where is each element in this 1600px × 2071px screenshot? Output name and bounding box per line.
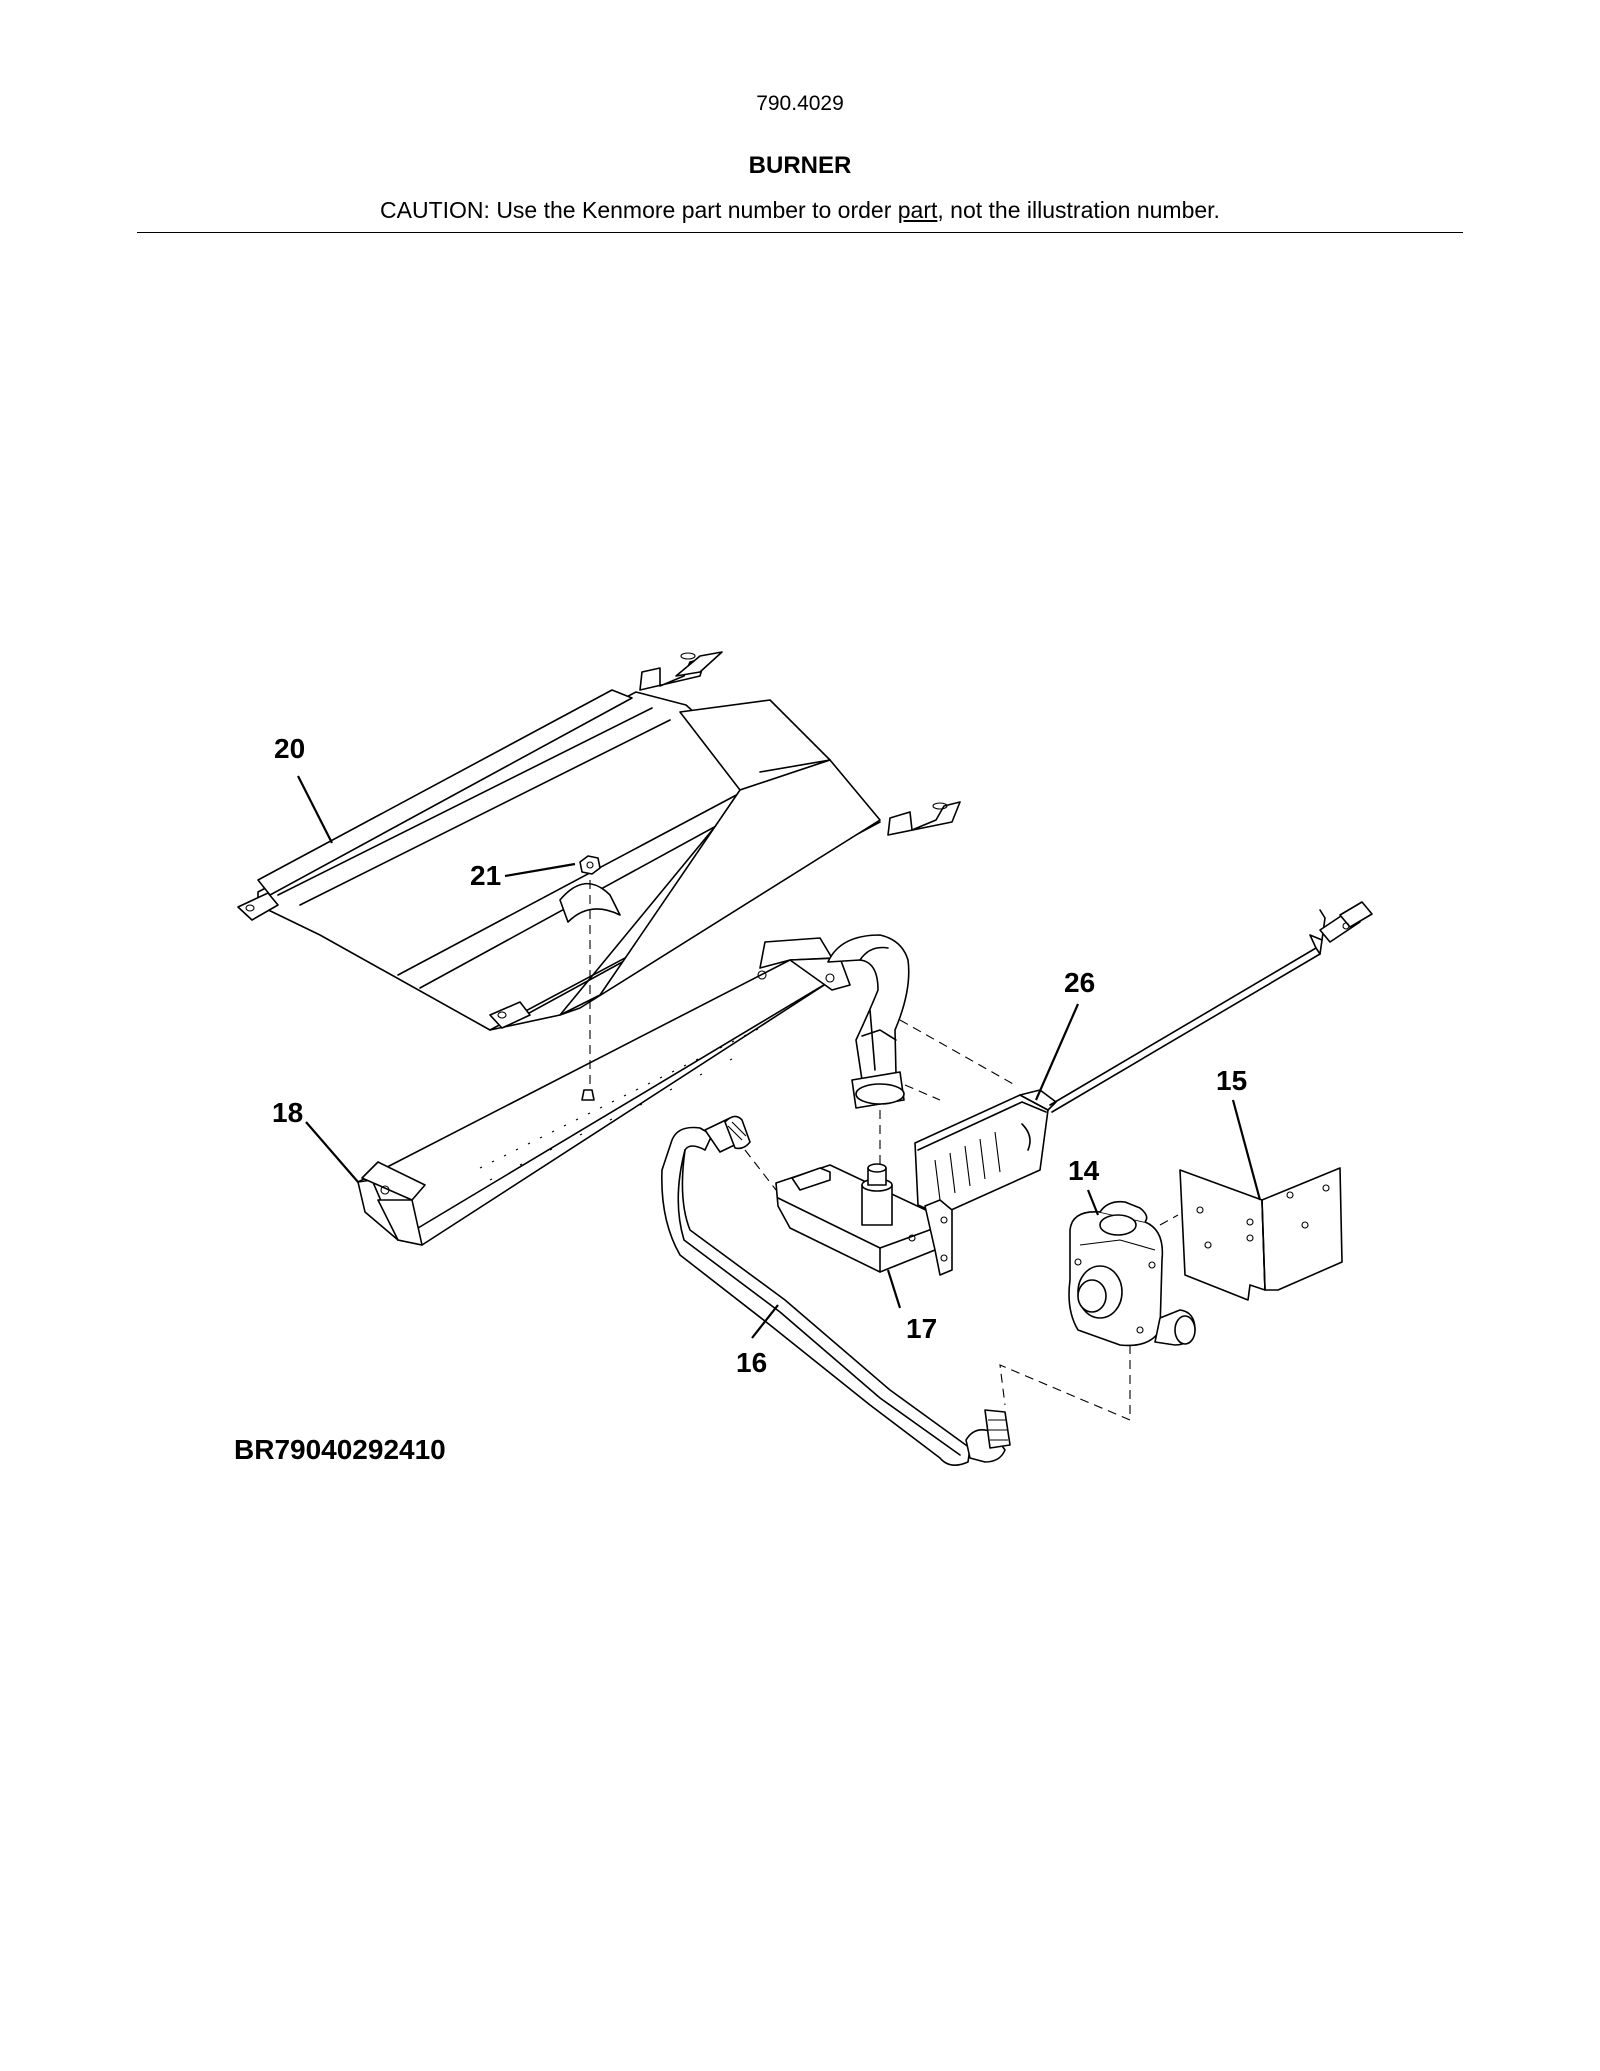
caution-note: CAUTION: Use the Kenmore part number to … bbox=[0, 197, 1600, 224]
model-number: 790.4029 bbox=[756, 92, 844, 115]
callout-20: 20 bbox=[274, 733, 305, 764]
leader-20 bbox=[297, 775, 333, 844]
leader-14 bbox=[1086, 1189, 1100, 1216]
callout-16: 16 bbox=[736, 1347, 767, 1378]
callout-18: 18 bbox=[272, 1097, 303, 1128]
venturi-elbow bbox=[827, 934, 910, 1109]
section-title: BURNER bbox=[748, 152, 852, 179]
leader-16 bbox=[751, 1304, 779, 1339]
leader-18 bbox=[305, 1121, 359, 1183]
caution-suffix: , not the illustration number. bbox=[937, 197, 1220, 223]
drawing-code: BR79040292410 bbox=[234, 1434, 446, 1465]
leader-21 bbox=[504, 862, 576, 878]
callout-21: 21 bbox=[470, 860, 501, 891]
callout-26: 26 bbox=[1064, 967, 1095, 998]
burner-ports bbox=[479, 1028, 759, 1181]
part-15-bracket bbox=[1179, 1167, 1343, 1301]
callout-14: 14 bbox=[1068, 1155, 1100, 1186]
header-rule bbox=[137, 232, 1463, 233]
part-21-nut bbox=[579, 855, 601, 875]
caution-prefix: CAUTION: Use the Kenmore part number to … bbox=[380, 197, 898, 223]
part-26-igniter bbox=[914, 901, 1373, 1216]
part-18-burner-tube bbox=[357, 937, 851, 1246]
part-17-safety-valve bbox=[775, 1163, 953, 1276]
part-20-baffle bbox=[237, 651, 961, 1031]
leader-26 bbox=[1034, 1003, 1080, 1101]
assembly-lines bbox=[589, 880, 1179, 1421]
caution-underlined: part bbox=[897, 197, 938, 223]
part-16-gas-tube bbox=[661, 1115, 1011, 1466]
leader-17 bbox=[886, 1269, 902, 1309]
callout-17: 17 bbox=[906, 1313, 937, 1344]
part-14-regulator bbox=[1068, 1200, 1196, 1347]
callout-15: 15 bbox=[1216, 1065, 1247, 1096]
leader-15 bbox=[1231, 1099, 1262, 1201]
